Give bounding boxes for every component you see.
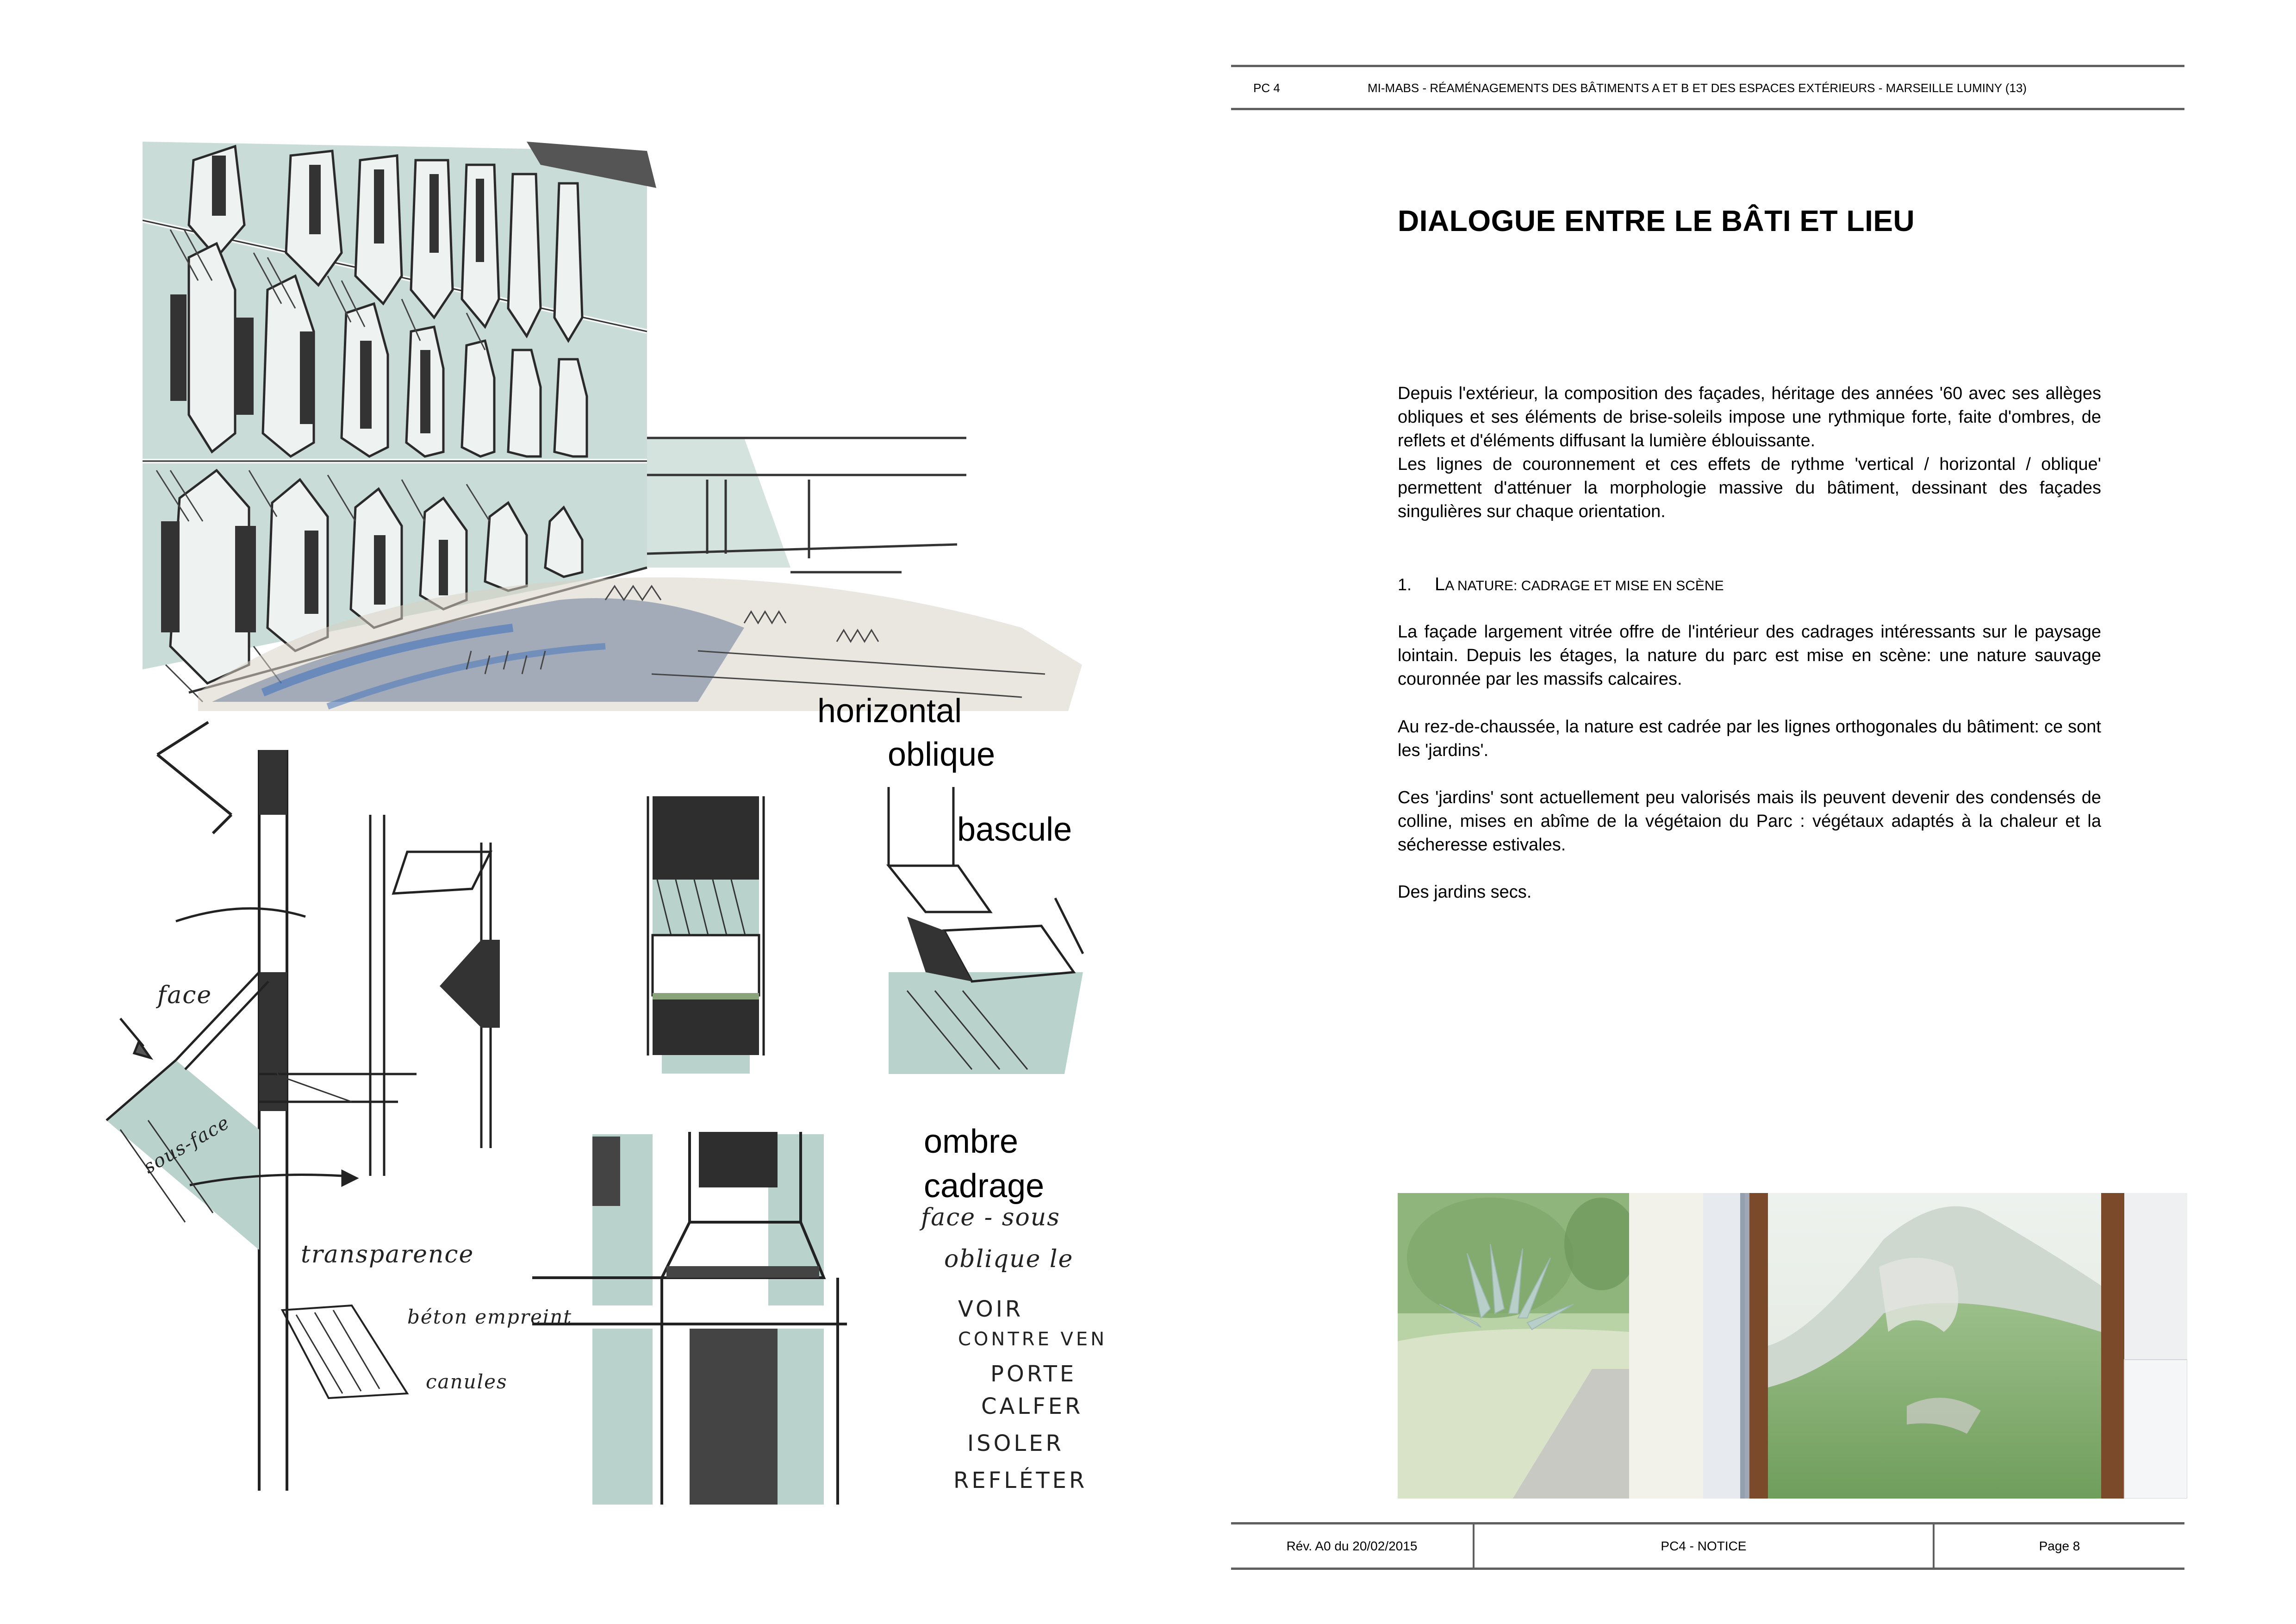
label-ombre: ombre [924,1123,1019,1160]
note-face: face [157,981,212,1009]
footer-page-number: Page 8 [2039,1539,2080,1553]
note-transparence: transparence [301,1241,474,1268]
paragraph-1: La façade largement vitrée offre de l'in… [1398,622,2101,689]
footer-rule-top [1231,1522,2184,1524]
note-canules: canules [426,1370,508,1393]
intro-paragraph-1: Depuis l'extérieur, la composition des f… [1398,384,2101,450]
intro-text: Depuis l'extérieur, la composition des f… [1398,382,2101,524]
label-bascule: bascule [957,811,1072,848]
note-calfer: CALFER [981,1393,1083,1419]
footer-document-name: PC4 - NOTICE [1661,1539,1747,1553]
header-project-title: MI-MABS - RÉAMÉNAGEMENTS DES BÂTIMENTS A… [1368,81,2027,95]
note-porte: PORTE [990,1361,1077,1387]
paragraph-2: Au rez-de-chaussée, la nature est cadrée… [1398,717,2101,760]
note-face-sous: face - sous [921,1204,1060,1231]
label-oblique: oblique [888,736,996,773]
section-first-letter: L [1435,574,1445,594]
note-beton-empreint: béton empreint [407,1305,572,1328]
right-page-notice: PC 4 MI-MABS - RÉAMÉNAGEMENTS DES BÂTIME… [1148,0,2296,1624]
footer-divider-1 [1473,1523,1475,1569]
facade-perspective-sketch [143,142,1082,711]
label-horizontal: horizontal [817,693,962,730]
section-heading: 1. La nature: cadrage et mise en scène [1398,574,1724,595]
paragraph-4: Des jardins secs. [1398,882,1532,902]
landscape-window-photo [1398,1193,2187,1505]
label-cadrage: cadrage [924,1168,1045,1205]
section-number: 1. [1398,575,1412,594]
intro-paragraph-2: Les lignes de couronnement et ces effets… [1398,455,2101,521]
page-title: DIALOGUE ENTRE LE BÂTI ET LIEU [1398,204,1915,237]
note-refleter: REFLÉTER [953,1468,1088,1493]
header-rule-bottom [1231,108,2184,110]
header-code: PC 4 [1253,81,1280,95]
footer-rule-bottom [1231,1568,2184,1570]
footer-revision: Rév. A0 du 20/02/2015 [1286,1539,1418,1553]
note-oblique-le: oblique le [944,1245,1074,1273]
facade-detail-sketches [106,721,1084,1505]
note-contre-ven: CONTRE VEN [958,1329,1108,1350]
paragraph-3: Ces 'jardins' sont actuellement peu valo… [1398,788,2101,855]
footer-divider-2 [1933,1523,1935,1569]
header-rule-top [1231,65,2184,67]
section-title: a nature: cadrage et mise en scène [1445,578,1724,593]
note-isoler: ISOLER [967,1430,1064,1456]
left-page-sketches: horizontal oblique bascule ombre cadrage… [106,142,1108,1505]
note-voir: VOIR [958,1296,1024,1322]
